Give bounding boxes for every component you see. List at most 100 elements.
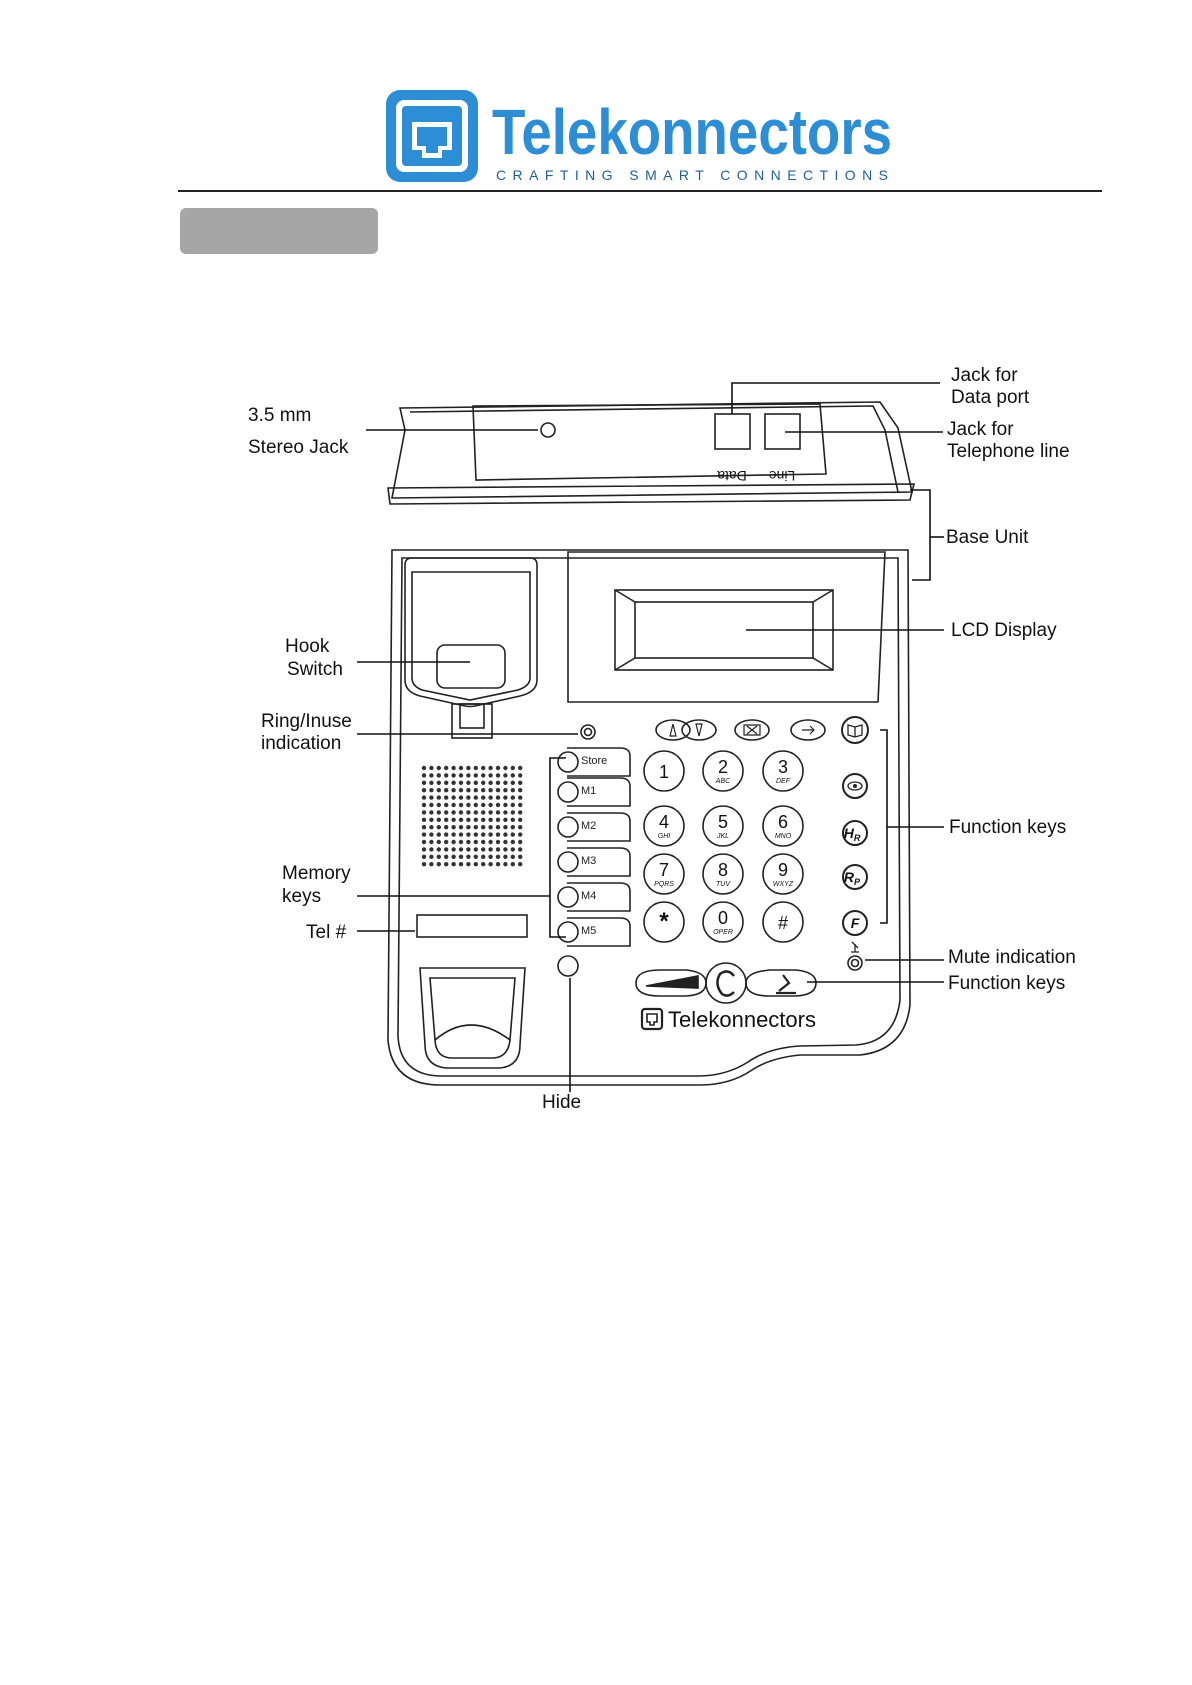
line-port-label: Line — [769, 468, 796, 484]
phonebook-icon — [847, 724, 863, 738]
grille-hole — [421, 780, 427, 785]
grille-hole — [481, 780, 486, 785]
redial-key[interactable] — [842, 864, 868, 890]
keypad-key-0[interactable] — [702, 901, 744, 943]
memory-key-panel — [567, 777, 631, 807]
grille-hole — [503, 773, 508, 778]
grille-hole — [466, 802, 471, 808]
keypad-key-4[interactable] — [643, 805, 685, 847]
memory-key-m5[interactable] — [557, 921, 579, 943]
grille-hole — [495, 802, 501, 808]
memory-key-label: M1 — [581, 785, 596, 797]
grille-hole — [466, 817, 471, 822]
grille-hole — [473, 788, 478, 793]
keypad-letters: ABC — [715, 778, 731, 785]
grille-hole — [495, 832, 501, 837]
grille-hole — [518, 802, 523, 808]
grille-hole — [429, 825, 434, 830]
keypad-key-3[interactable] — [762, 750, 804, 792]
grille-hole — [481, 832, 486, 837]
delete-key[interactable] — [734, 719, 770, 741]
grille-hole — [466, 773, 471, 778]
grille-hole — [451, 847, 456, 852]
grille-hole — [429, 817, 434, 822]
grille-hole — [488, 817, 493, 822]
grille-hole — [473, 773, 478, 778]
grille-hole — [481, 773, 486, 778]
grille-hole — [429, 854, 434, 859]
memory-key-store[interactable] — [557, 751, 579, 773]
memory-key-m2[interactable] — [557, 816, 579, 838]
grille-hole — [451, 795, 456, 800]
memory-key-m3[interactable] — [557, 851, 579, 873]
label-ring-inuse-2: indication — [261, 733, 341, 754]
grille-hole — [488, 765, 493, 771]
grille-hole — [458, 788, 464, 793]
grille-hole — [473, 862, 478, 867]
keypad-key-1[interactable] — [643, 750, 685, 792]
keypad-key-9[interactable] — [762, 853, 804, 895]
grille-hole — [510, 854, 515, 859]
brand-logo: Telekonnectors CRAFTING SMART CONNECTION… — [386, 90, 892, 183]
grille-hole — [444, 780, 449, 785]
grille-hole — [444, 810, 449, 815]
lcd-housing — [567, 551, 886, 703]
grille-hole — [421, 810, 427, 815]
keypad-key-5[interactable] — [702, 805, 744, 847]
grille-hole — [510, 847, 515, 852]
grille-hole — [458, 795, 464, 800]
keypad-letters: PQRS — [654, 881, 674, 888]
grille-hole — [421, 765, 427, 771]
keypad-key-7[interactable] — [643, 853, 685, 895]
grille-hole — [436, 773, 441, 778]
keypad-letters: OPER — [713, 929, 733, 936]
grille-hole — [444, 832, 449, 837]
memory-key-m4[interactable] — [557, 886, 579, 908]
grille-hole — [518, 817, 523, 822]
grille-hole — [481, 817, 486, 822]
memory-key-label: M4 — [581, 890, 596, 902]
down-arrow-key[interactable] — [681, 719, 717, 741]
label-stereo-jack-1: 3.5 mm — [248, 405, 311, 426]
memory-key-m1[interactable] — [557, 781, 579, 803]
grille-hole — [421, 839, 427, 845]
hide-key[interactable] — [557, 955, 579, 977]
hook-switch[interactable] — [436, 644, 506, 689]
grille-hole — [436, 802, 441, 808]
keypad-key-8[interactable] — [702, 853, 744, 895]
keypad-key-2[interactable] — [702, 750, 744, 792]
grille-hole — [503, 832, 508, 837]
grille-hole — [429, 780, 434, 785]
memory-key-panel — [567, 917, 631, 947]
hold-key[interactable] — [842, 820, 868, 846]
grille-hole — [444, 825, 449, 830]
grille-hole — [451, 825, 456, 830]
mute-mic-key[interactable] — [745, 969, 817, 997]
grille-hole — [510, 862, 515, 867]
label-jack-data-2: Data port — [951, 387, 1030, 408]
grille-hole — [458, 780, 464, 785]
grille-hole — [429, 788, 434, 793]
keypad-key-6[interactable] — [762, 805, 804, 847]
memory-key-panel — [567, 747, 631, 777]
grille-hole — [451, 765, 456, 771]
keypad-key-star[interactable] — [643, 901, 685, 943]
up-arrow-key[interactable] — [655, 719, 691, 741]
grille-hole — [436, 832, 441, 837]
grille-hole — [421, 773, 427, 778]
keypad-key-hash[interactable] — [762, 901, 804, 943]
volume-icon — [645, 975, 699, 989]
redial-handset-key[interactable] — [705, 962, 747, 1004]
grille-hole — [481, 847, 486, 852]
grille-hole — [466, 839, 471, 845]
speaker-grille — [421, 765, 523, 867]
enter-key[interactable] — [790, 719, 826, 741]
flash-key[interactable] — [842, 910, 868, 936]
grille-hole — [488, 825, 493, 830]
grille-hole — [510, 802, 515, 808]
grille-hole — [473, 854, 478, 859]
keypad-digit: # — [778, 913, 788, 933]
grille-hole — [488, 795, 493, 800]
label-jack-line-2: Telephone line — [947, 441, 1070, 462]
body-brand-icon — [640, 1007, 664, 1031]
